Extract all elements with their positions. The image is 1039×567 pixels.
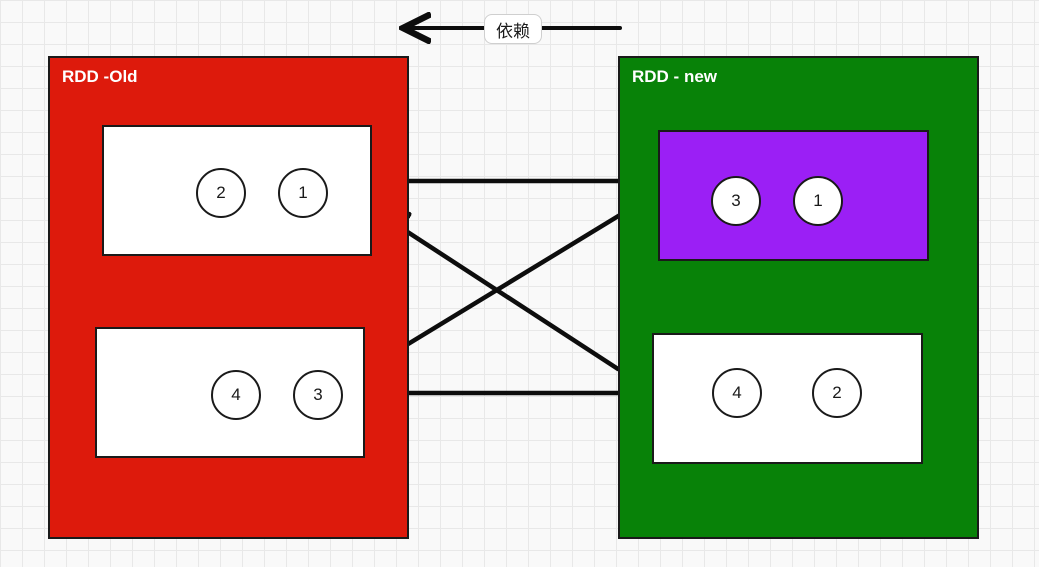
rdd-new-label: RDD - new [632, 67, 717, 86]
dependency-arrow-new2-old1 [380, 214, 621, 372]
rdd-old-partition-1-node-a: 2 [196, 168, 246, 218]
dependency-legend-label: 依赖 [484, 14, 542, 44]
dependency-arrow-new1-old2 [367, 195, 651, 369]
rdd-new-partition-1-node-a: 3 [711, 176, 761, 226]
rdd-old-partition-1-node-b: 1 [278, 168, 328, 218]
rdd-old-partition-2-node-b: 3 [293, 370, 343, 420]
rdd-new-box: RDD - new [618, 56, 979, 539]
rdd-new-partition-2-node-a: 4 [712, 368, 762, 418]
rdd-new-partition-2: 4 2 [652, 333, 923, 464]
rdd-new-partition-1-node-b: 1 [793, 176, 843, 226]
rdd-old-partition-2: 4 3 [95, 327, 365, 458]
rdd-new-partition-1: 3 1 [658, 130, 929, 261]
rdd-old-partition-2-node-a: 4 [211, 370, 261, 420]
rdd-old-label: RDD -Old [62, 67, 138, 86]
rdd-old-partition-1: 2 1 [102, 125, 372, 256]
rdd-new-partition-2-node-b: 2 [812, 368, 862, 418]
